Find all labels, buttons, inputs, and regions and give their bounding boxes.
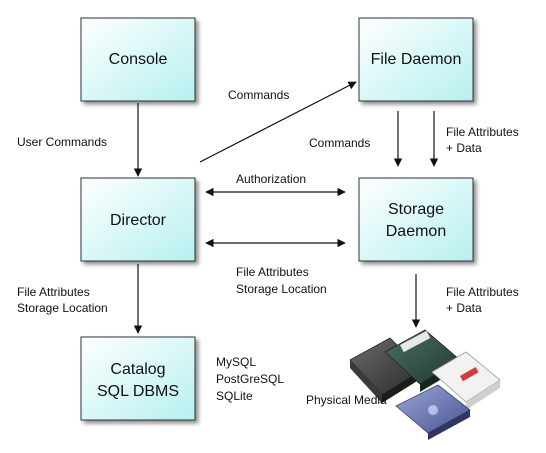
database-mysql: MySQL [216, 355, 256, 369]
database-sqlite: SQLite [216, 389, 253, 403]
director-box: Director [80, 177, 196, 262]
console-box: Console [80, 17, 196, 102]
arrow-director-to-file-daemon [199, 81, 357, 163]
commands-label-top: Commands [228, 88, 289, 102]
file-attributes-data-1-line2: + Data [446, 141, 482, 155]
catalog-box: Catalog SQL DBMS [80, 336, 196, 421]
storage-daemon-label-line1: Storage [388, 201, 444, 218]
file-attributes-storage-line2: Storage Location [236, 282, 327, 296]
console-label: Console [109, 51, 168, 68]
database-postgresql: PostGreSQL [216, 372, 284, 386]
file-attributes-data-2-line1: File Attributes [446, 285, 519, 299]
director-label: Director [110, 212, 167, 229]
catalog-label-line1: Catalog [110, 361, 165, 378]
disk-cartridge-blue [395, 384, 471, 440]
file-attributes-storage-line1: File Attributes [236, 265, 309, 279]
tape-cartridge-white [431, 351, 501, 410]
file-attributes-data-1-line1: File Attributes [446, 125, 519, 139]
physical-media-label: Physical Media [306, 393, 387, 407]
commands-label-fd: Commands [309, 136, 370, 150]
file-attributes-storage-left-line1: File Attributes [17, 285, 90, 299]
catalog-label-line2: SQL DBMS [97, 383, 179, 400]
file-daemon-label: File Daemon [371, 51, 462, 68]
user-commands-label: User Commands [17, 135, 107, 149]
file-attributes-data-2-line2: + Data [446, 301, 482, 315]
physical-media-illustration [349, 329, 501, 440]
file-attributes-storage-left-line2: Storage Location [17, 301, 108, 315]
storage-daemon-box: Storage Daemon [358, 177, 474, 262]
file-daemon-box: File Daemon [358, 17, 474, 102]
authorization-label: Authorization [236, 172, 306, 186]
storage-daemon-label-line2: Daemon [386, 223, 446, 240]
